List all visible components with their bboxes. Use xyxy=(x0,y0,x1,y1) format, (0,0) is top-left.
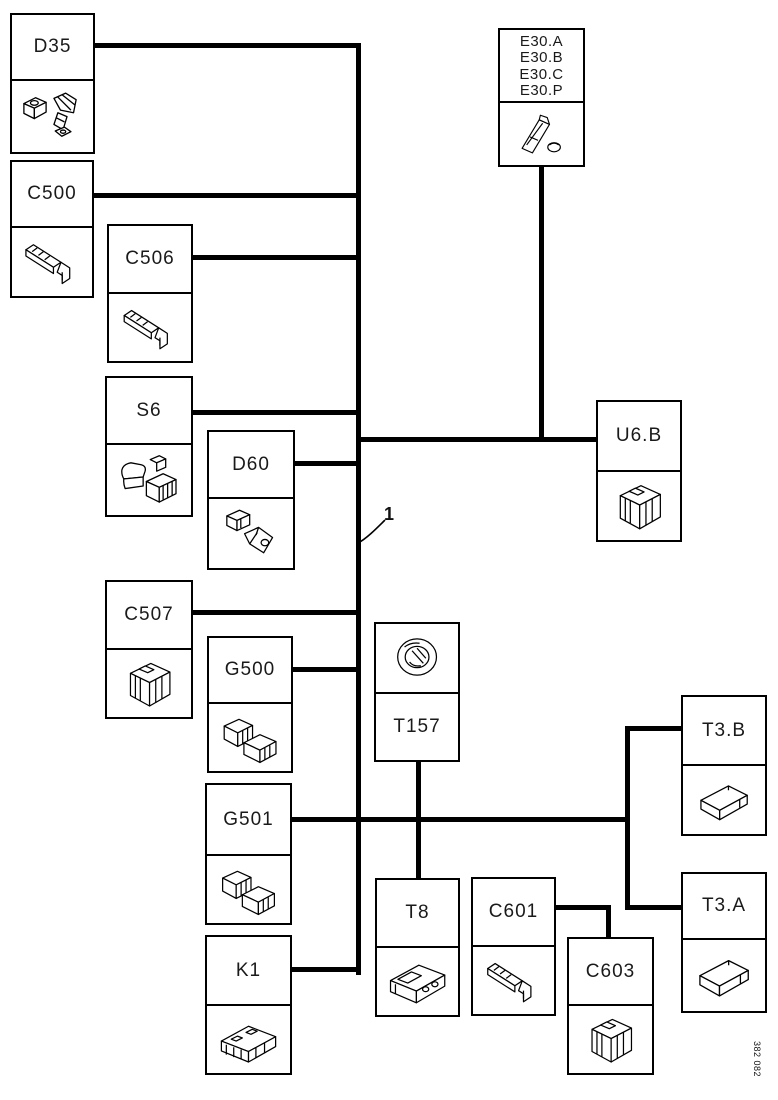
t8-connector-icon xyxy=(377,948,458,1015)
component-box-c603: C603 xyxy=(567,937,654,1075)
component-label-c506: C506 xyxy=(109,226,191,294)
wire-t157-to-t8 xyxy=(416,760,421,880)
component-label-c500: C500 xyxy=(12,162,92,228)
e30-connector-icon xyxy=(500,103,583,165)
c507-connector-icon xyxy=(107,650,191,717)
component-box-e30: E30.A E30.B E30.C E30.P xyxy=(498,28,585,167)
component-label-t3b: T3.B xyxy=(683,697,765,766)
wire-t3-vertical xyxy=(625,726,630,910)
wire-to-t3b xyxy=(630,726,682,731)
component-label-e30-group: E30.A E30.B E30.C E30.P xyxy=(500,30,583,103)
component-box-t3b: T3.B xyxy=(681,695,767,836)
t157-connector-icon xyxy=(376,624,458,692)
component-box-k1: K1 xyxy=(205,935,292,1075)
component-label-e30c: E30.C xyxy=(519,65,564,83)
component-box-c507: C507 xyxy=(105,580,193,719)
component-label-d60: D60 xyxy=(209,432,293,499)
c500-connector-icon xyxy=(12,228,92,296)
component-box-c601: C601 xyxy=(471,877,556,1016)
component-label-g501: G501 xyxy=(207,785,290,856)
component-label-g500: G500 xyxy=(209,638,291,704)
callout-leader-line xyxy=(357,519,386,544)
wire-c507-to-trunk xyxy=(193,610,356,615)
component-box-c500: C500 xyxy=(10,160,94,298)
component-label-c507: C507 xyxy=(107,582,191,650)
component-label-k1: K1 xyxy=(207,937,290,1006)
component-box-t8: T8 xyxy=(375,878,460,1017)
component-label-e30p: E30.P xyxy=(519,82,564,99)
component-box-t157: T157 xyxy=(374,622,460,762)
component-box-g501: G501 xyxy=(205,783,292,925)
wire-e30-drop xyxy=(539,165,544,442)
wire-c601-to-c603 xyxy=(606,905,611,939)
wire-d60-to-trunk xyxy=(295,461,356,466)
t3a-connector-icon xyxy=(683,940,765,1011)
component-label-s6: S6 xyxy=(107,378,191,445)
component-box-t3a: T3.A xyxy=(681,872,767,1013)
component-box-s6: S6 xyxy=(105,376,193,517)
wire-trunk-to-u6b xyxy=(361,437,598,442)
wire-to-t3a xyxy=(630,905,682,910)
component-box-u6b: U6.B xyxy=(596,400,682,542)
wire-s6-to-trunk xyxy=(193,410,356,415)
wire-c506-to-trunk xyxy=(193,255,356,260)
c601-connector-icon xyxy=(473,947,554,1014)
component-label-c601: C601 xyxy=(473,879,554,947)
component-box-g500: G500 xyxy=(207,636,293,773)
drawing-number: 382 082 xyxy=(752,1041,762,1078)
component-box-c506: C506 xyxy=(107,224,193,363)
wire-g500-to-trunk xyxy=(293,667,356,672)
component-label-t8: T8 xyxy=(377,880,458,948)
k1-connector-icon xyxy=(207,1006,290,1073)
component-label-d35: D35 xyxy=(12,15,93,81)
component-label-e30b: E30.B xyxy=(519,49,564,66)
c506-connector-icon xyxy=(109,294,191,361)
component-label-u6b: U6.B xyxy=(598,402,680,472)
wire-g501-to-t3branch xyxy=(292,817,630,822)
harness-callout-number: 1 xyxy=(384,504,395,524)
g501-connector-icon xyxy=(207,856,290,923)
wire-c601-right xyxy=(556,905,611,910)
s6-connector-icon xyxy=(107,445,191,515)
u6b-connector-icon xyxy=(598,472,680,540)
component-box-d35: D35 xyxy=(10,13,95,154)
wire-c500-to-trunk xyxy=(92,193,356,198)
wire-d35-to-trunk xyxy=(95,43,356,48)
d60-connector-icon xyxy=(209,499,293,568)
component-label-e30a: E30.A xyxy=(519,32,564,50)
wire-main-trunk xyxy=(356,43,361,975)
c603-connector-icon xyxy=(569,1006,652,1073)
g500-connector-icon xyxy=(209,704,291,771)
component-label-t157: T157 xyxy=(376,692,458,760)
component-box-d60: D60 xyxy=(207,430,295,570)
d35-connector-icon xyxy=(12,81,93,152)
t3b-connector-icon xyxy=(683,766,765,834)
wire-k1-to-trunk xyxy=(292,967,356,972)
component-label-t3a: T3.A xyxy=(683,874,765,940)
component-label-c603: C603 xyxy=(569,939,652,1006)
